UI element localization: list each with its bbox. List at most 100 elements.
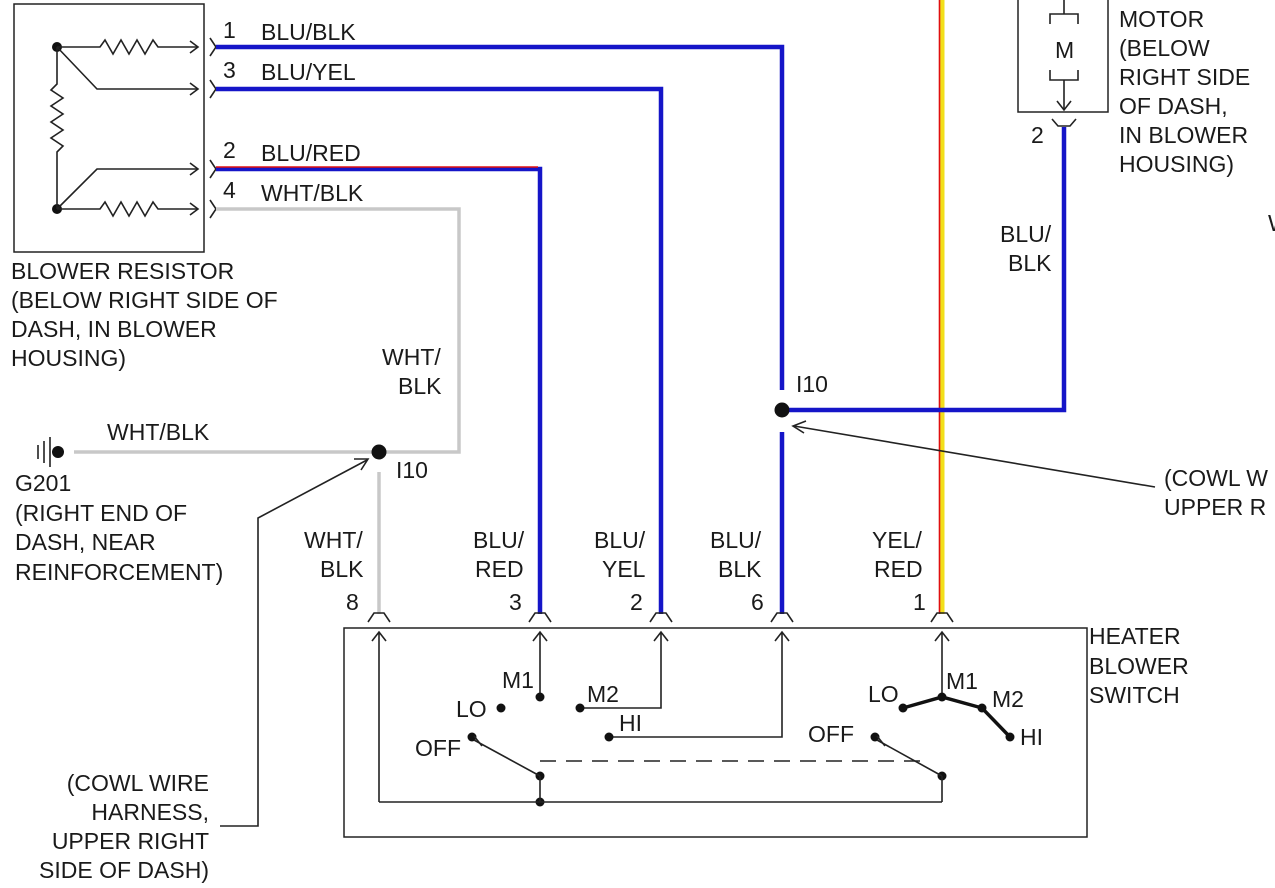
switch-left-wiper: [473, 739, 541, 777]
callout-right-2: UPPER R: [1164, 494, 1266, 520]
switch-connector-8: [367, 612, 391, 623]
switch-left-m2-label: M2: [587, 681, 619, 707]
ground-label-2: DASH, NEAR: [15, 529, 156, 555]
splice-right: I10: [774, 371, 828, 418]
switch-arrow-2: [580, 630, 669, 709]
wire-blu-blk-motor: [782, 127, 1067, 413]
motor-arrow: [1056, 100, 1072, 112]
arrow-head-4: [189, 202, 200, 216]
callout-right: (COWL W UPPER R: [791, 420, 1268, 520]
ground-label-3: REINFORCEMENT): [15, 559, 223, 585]
callout-left-arrowhead: [354, 458, 370, 471]
switch-right-hi-label: HI: [1020, 724, 1043, 750]
edge-fragment: W: [1268, 210, 1275, 236]
callout-left-4: SIDE OF DASH): [39, 857, 209, 883]
resistor-wire-4: WHT/BLK: [261, 180, 364, 206]
motor-wire-label-1: BLU/: [1000, 221, 1052, 247]
switch-left-off-label: OFF: [415, 735, 461, 761]
switch-left-wiper-tip: [473, 735, 483, 747]
blower-resistor-label-3: DASH, IN BLOWER: [11, 316, 217, 342]
switch-wire-8-line1: WHT/: [304, 527, 363, 553]
wires: [74, 0, 1067, 614]
switch-arrow-6: [609, 630, 790, 738]
motor-label-1: MOTOR: [1119, 6, 1204, 32]
switch-right-wiper-tip: [876, 735, 886, 747]
switch-arrow-1: [934, 630, 950, 697]
resistor-pin-4: 4: [223, 177, 236, 203]
resistor-pin-1: 1: [223, 17, 236, 43]
switch-wire-1-line2: RED: [874, 556, 923, 582]
callout-left-3: UPPER RIGHT: [52, 828, 209, 854]
resistor-wire-1: BLU/BLK: [261, 19, 356, 45]
switch-connector-6: [770, 612, 794, 623]
blower-resistor-label-2: (BELOW RIGHT SIDE OF: [11, 287, 278, 313]
wire-blu-red: [216, 166, 543, 614]
callout-left-1: (COWL WIRE: [67, 770, 209, 796]
switch-label-3: SWITCH: [1089, 682, 1180, 708]
callout-right-leader: [793, 425, 1156, 488]
switch-wire-3-line2: RED: [475, 556, 524, 582]
ground-label-1: (RIGHT END OF: [15, 500, 187, 526]
splice-left-wire-1: WHT/: [382, 344, 441, 370]
motor-label-2: (BELOW: [1119, 35, 1210, 61]
motor-label-6: HOUSING): [1119, 151, 1234, 177]
motor-box: [1017, 0, 1109, 113]
blower-resistor-label-1: BLOWER RESISTOR: [11, 258, 234, 284]
switch-label-1: HEATER: [1089, 623, 1181, 649]
resistor-element-top: [57, 38, 198, 56]
switch-right-off-contact: [870, 732, 880, 742]
resistor-element-bottom: [57, 200, 198, 218]
switch-left-hi-contact: [604, 732, 614, 742]
switch-arrow-8: [371, 630, 387, 802]
motor-label-4: OF DASH,: [1119, 93, 1228, 119]
arrow-head-1: [189, 40, 200, 54]
ground-terminal: [52, 446, 64, 458]
switch-wire-6-line2: BLK: [718, 556, 762, 582]
ground-wire-label: WHT/BLK: [107, 419, 210, 445]
splice-right-id: I10: [796, 371, 828, 397]
motor-pin: 2: [1031, 122, 1044, 148]
callout-left-leader: [220, 459, 368, 827]
switch-connector-3: [528, 612, 552, 623]
splice-node-left: [371, 444, 387, 460]
switch-wire-8-line2: BLK: [320, 556, 364, 582]
connector-chevron-2: [209, 159, 217, 179]
ground-g201: WHT/BLK G201 (RIGHT END OF DASH, NEAR RE…: [15, 419, 223, 585]
connector-chevron-4: [209, 199, 217, 219]
switch-left-lo-contact: [496, 703, 506, 713]
connector-chevron-3: [209, 79, 217, 99]
connector-chevron-1: [209, 37, 217, 57]
switch-wire-2-line1: BLU/: [594, 527, 646, 553]
switch-pin-1: 1: [913, 589, 926, 615]
switch-left-off-contact: [467, 732, 477, 742]
resistor-element-vertical: [49, 47, 65, 209]
blower-resistor-label-4: HOUSING): [11, 345, 126, 371]
switch-wire-6-line1: BLU/: [710, 527, 762, 553]
motor-connector-chevron: [1051, 118, 1077, 127]
resistor-pin-3: 3: [223, 57, 236, 83]
switch-left-lo-label: LO: [456, 696, 487, 722]
callout-right-arrowhead: [791, 420, 807, 434]
blower-resistor: 1 BLU/BLK 3 BLU/YEL 2 BLU/RED 4 WHT/BLK …: [11, 3, 364, 371]
blower-motor: M 2 MOTOR (BELOW RIGHT SIDE OF DASH, IN …: [1000, 0, 1250, 276]
motor-label-3: RIGHT SIDE: [1119, 64, 1250, 90]
switch-label-2: BLOWER: [1089, 653, 1189, 679]
switch-connector-2: [649, 612, 673, 623]
switch-wire-3-line1: BLU/: [473, 527, 525, 553]
motor-bracket-top: [1049, 13, 1079, 24]
resistor-tap-3: [56, 46, 198, 90]
switch-right-m2-label: M2: [992, 686, 1024, 712]
splice-left: I10 WHT/ BLK: [371, 344, 442, 483]
switch-left-m2-contact: [575, 703, 585, 713]
motor-label-5: IN BLOWER: [1119, 122, 1248, 148]
splice-node-right: [774, 402, 790, 418]
switch-pin-3: 3: [509, 589, 522, 615]
resistor-wire-3: BLU/YEL: [261, 59, 356, 85]
resistor-pin-2: 2: [223, 137, 236, 163]
switch-pin-8: 8: [346, 589, 359, 615]
blower-resistor-box: [13, 3, 205, 253]
heater-blower-switch: HEATER BLOWER SWITCH: [304, 527, 1189, 838]
ground-id: G201: [15, 470, 71, 496]
switch-pin-2: 2: [630, 589, 643, 615]
